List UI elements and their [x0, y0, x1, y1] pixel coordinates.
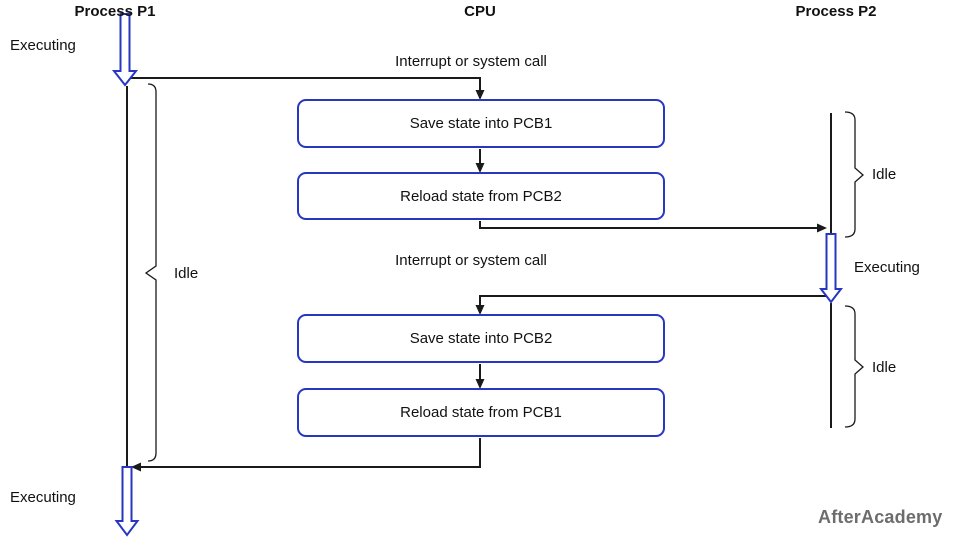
interrupt1-label: Interrupt or system call: [395, 53, 547, 70]
cpu-step-save-pcb1: Save state into PCB1: [297, 99, 665, 148]
p1-executing-top-label: Executing: [10, 37, 76, 54]
arrowhead-left-icon: [131, 462, 141, 472]
interrupt1-line: [131, 77, 481, 92]
p2-executing-arrow-icon: [818, 233, 844, 304]
p2-idle-top-bracket-icon: [844, 111, 864, 238]
arrowhead-down-icon: [475, 163, 485, 173]
cpu-step-label: Reload state from PCB1: [400, 404, 562, 421]
afteracademy-watermark: AfterAcademy: [818, 507, 943, 527]
p1-executing-bottom-label: Executing: [10, 489, 76, 506]
p2-executing-label: Executing: [854, 259, 920, 276]
interrupt2-line: [479, 295, 829, 307]
cpu-step-reload-pcb1: Reload state from PCB1: [297, 388, 665, 437]
box4-to-p1-line: [141, 438, 481, 468]
cpu-step-reload-pcb2: Reload state from PCB2: [297, 172, 665, 220]
arrowhead-down-icon: [475, 90, 485, 100]
p2-idle-top-label: Idle: [872, 166, 897, 183]
p1-executing-bottom-arrow-icon: [114, 466, 140, 537]
p1-idle-label: Idle: [174, 265, 199, 282]
cpu-step-label: Save state into PCB2: [409, 330, 553, 347]
p1-idle-bracket-icon: [144, 83, 157, 462]
interrupt2-label: Interrupt or system call: [395, 252, 547, 269]
p2-idle-bottom-bracket-icon: [844, 305, 864, 428]
column-header-process-p2: Process P2: [795, 3, 877, 20]
p1-executing-top-arrow-icon: [111, 13, 139, 87]
column-header-process-p1: Process P1: [74, 3, 156, 20]
cpu-step-label: Reload state from PCB2: [400, 187, 562, 205]
cpu-step-label: Save state into PCB1: [409, 115, 553, 132]
p2-idle-bottom-label: Idle: [872, 359, 897, 376]
cpu-step-save-pcb2: Save state into PCB2: [297, 314, 665, 363]
arrowhead-right-icon: [817, 223, 827, 233]
column-header-cpu: CPU: [464, 3, 496, 20]
arrowhead-down-icon: [475, 305, 485, 315]
arrowhead-down-icon: [475, 379, 485, 389]
box2-to-p2-line: [479, 221, 817, 229]
